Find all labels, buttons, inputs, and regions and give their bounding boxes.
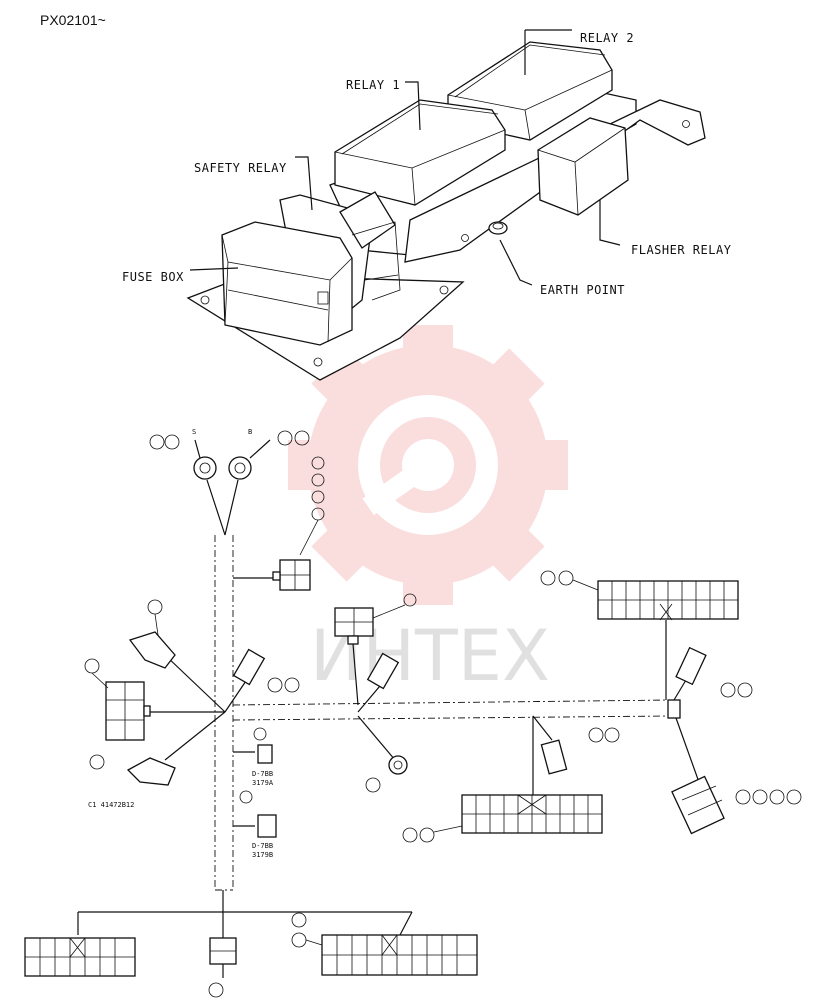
label-fuse-box: FUSE BOX — [122, 270, 184, 284]
earth-point-bolt — [488, 221, 508, 235]
diode-2-num: 3179B — [252, 851, 273, 859]
diode-1-num: 3179A — [252, 779, 274, 787]
diode-2 — [257, 814, 277, 838]
sensor-right — [675, 646, 707, 686]
connector-lower-right — [671, 775, 725, 835]
label-relay-1: RELAY 1 — [346, 78, 400, 92]
flasher-relay — [537, 117, 629, 216]
plug-lower-left — [126, 757, 176, 786]
diode-2-code: D-7BB — [252, 842, 273, 850]
sensor-lower-middle — [540, 739, 568, 775]
plug-upper-left — [128, 631, 176, 669]
fuse-box — [221, 221, 353, 346]
callout-bubbles-top — [149, 430, 325, 556]
ring-terminal-b — [228, 456, 252, 480]
connector-block-upper-right — [597, 580, 739, 621]
drawing-reference: C1 41472B12 — [88, 801, 134, 809]
diode-1 — [257, 744, 273, 764]
connector-block-bottom-left — [24, 937, 136, 977]
wiring-harness-illustration: S B — [24, 428, 802, 998]
connector-top-right — [272, 559, 311, 591]
sensor-center — [366, 652, 400, 690]
relay-1 — [334, 99, 506, 206]
connector-left-large — [105, 681, 151, 741]
label-safety-relay: SAFETY RELAY — [194, 161, 287, 175]
connector-center-top — [334, 607, 374, 645]
ring-terminal-center — [388, 755, 408, 775]
connector-block-lower-middle — [461, 794, 603, 834]
label-flasher-relay: FLASHER RELAY — [631, 243, 732, 257]
label-earth-point: EARTH POINT — [540, 283, 625, 297]
document-id: PX02101~ — [40, 12, 106, 28]
label-relay-2: RELAY 2 — [580, 31, 634, 45]
label-connector-s: S — [192, 428, 196, 436]
connector-bottom-center — [208, 937, 237, 998]
ring-terminal-s — [193, 456, 217, 480]
connector-block-bottom-right — [321, 934, 478, 976]
sensor-upper-center — [232, 648, 266, 686]
relay-assembly-illustration — [186, 29, 706, 381]
label-connector-b: B — [248, 428, 252, 436]
watermark-gear-logo — [288, 325, 568, 605]
diode-1-code: D-7BB — [252, 770, 273, 778]
